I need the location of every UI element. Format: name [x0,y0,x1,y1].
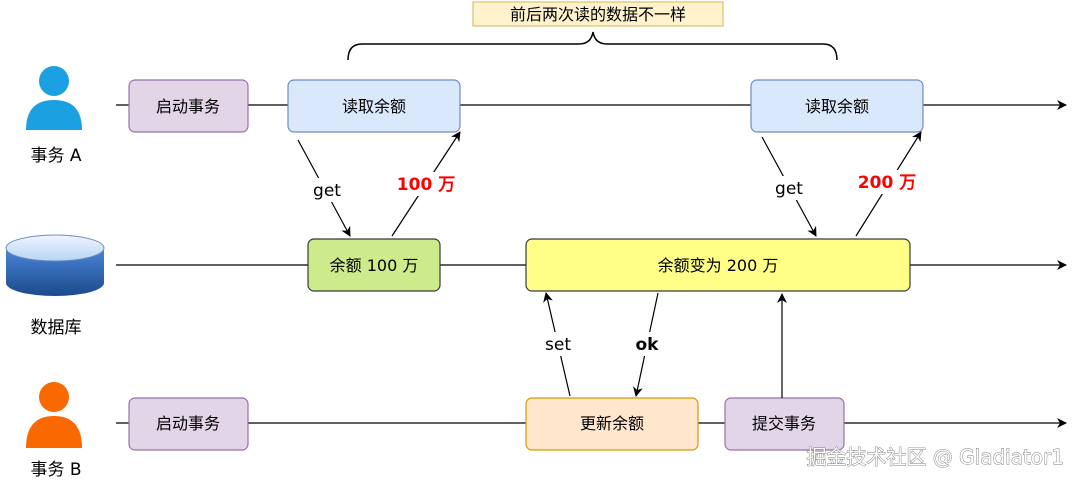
actor-label-tx-a: 事务 A [30,146,81,166]
note-different-reads: 前后两次读的数据不一样 [472,1,724,27]
svg-text:100 万: 100 万 [397,175,455,195]
tx-b-commit-box: 提交事务 [724,397,845,451]
person-icon [26,66,82,130]
db-balance2-box: 余额变为 200 万 [525,238,911,292]
svg-text:get: get [313,181,341,201]
svg-text:get: get [775,179,803,199]
svg-text:set: set [545,335,571,355]
tx-a-start-box: 启动事务 [128,79,249,133]
database-icon [5,234,105,296]
db-balance2-label: 余额变为 200 万 [658,256,779,275]
tx-b-commit-label: 提交事务 [752,414,816,433]
actor-label-database: 数据库 [31,318,82,338]
tx-a-read2-box: 读取余额 [750,79,924,133]
note-text: 前后两次读的数据不一样 [510,5,686,24]
tx-b-start-label: 启动事务 [156,414,220,433]
curly-brace [347,31,838,61]
label-get2: get [770,176,808,200]
label-get1: get [308,178,346,202]
note-box [472,1,724,27]
tx-a-read1-box: 读取余额 [287,79,461,133]
label-ok: ok [630,332,664,356]
label-result2: 200 万 [852,170,920,194]
svg-text:ok: ok [636,335,660,355]
db-balance1-box: 余额 100 万 [307,238,441,292]
person-icon [26,382,82,448]
tx-a-read1-label: 读取余额 [342,97,406,116]
actor-label-tx-b: 事务 B [30,460,81,480]
tx-b-update-label: 更新余额 [580,414,644,433]
tx-b-update-box: 更新余额 [525,397,699,451]
watermark: 掘金技术社区 @ Gladiator1 [806,445,1064,469]
tx-b-start-box: 启动事务 [128,397,249,451]
db-balance1-label: 余额 100 万 [330,256,419,275]
tx-a-start-label: 启动事务 [156,97,220,116]
svg-text:200 万: 200 万 [858,173,916,193]
tx-a-read2-label: 读取余额 [805,97,869,116]
label-set: set [539,332,577,356]
label-result1: 100 万 [392,172,460,196]
